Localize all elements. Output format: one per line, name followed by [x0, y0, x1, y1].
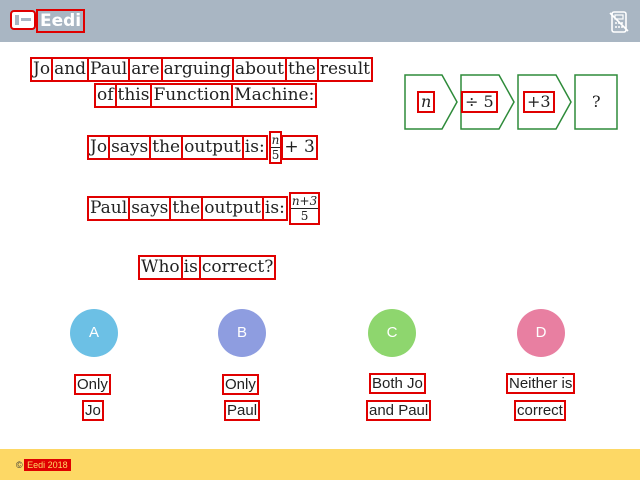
- brand-name: Eedi: [35, 9, 86, 33]
- eedi-logo-icon: [10, 10, 36, 30]
- header-bar: Eedi: [0, 0, 640, 42]
- machine-step-add: +3: [523, 91, 555, 113]
- machine-output: ?: [592, 92, 601, 111]
- answer-a-line-2: Jo: [82, 400, 104, 421]
- copyright: © Eedi 2018: [16, 459, 71, 471]
- answer-b-line-2: Paul: [223, 400, 261, 421]
- calculator-disabled-icon[interactable]: [607, 10, 631, 34]
- answer-d-line-1: Neither is: [505, 373, 576, 394]
- jo-plus-three: + 3: [281, 135, 318, 160]
- answer-c-button[interactable]: C: [368, 309, 416, 357]
- machine-input: n: [416, 91, 436, 113]
- answer-c-line-1: Both Jo: [369, 373, 426, 394]
- footer-bar: [0, 449, 640, 480]
- answer-b-button[interactable]: B: [218, 309, 266, 357]
- answer-b-line-1: Only: [222, 374, 259, 395]
- answer-a-button[interactable]: A: [70, 309, 118, 357]
- copyright-brand: Eedi 2018: [24, 459, 71, 471]
- answer-c-line-2: and Paul: [365, 400, 432, 421]
- function-machine-diagram: [404, 74, 618, 130]
- answer-d-line-2: correct: [514, 400, 566, 421]
- machine-step-divide: ÷ 5: [461, 91, 498, 113]
- answer-a-line-1: Only: [74, 374, 111, 395]
- answer-d-button[interactable]: D: [517, 309, 565, 357]
